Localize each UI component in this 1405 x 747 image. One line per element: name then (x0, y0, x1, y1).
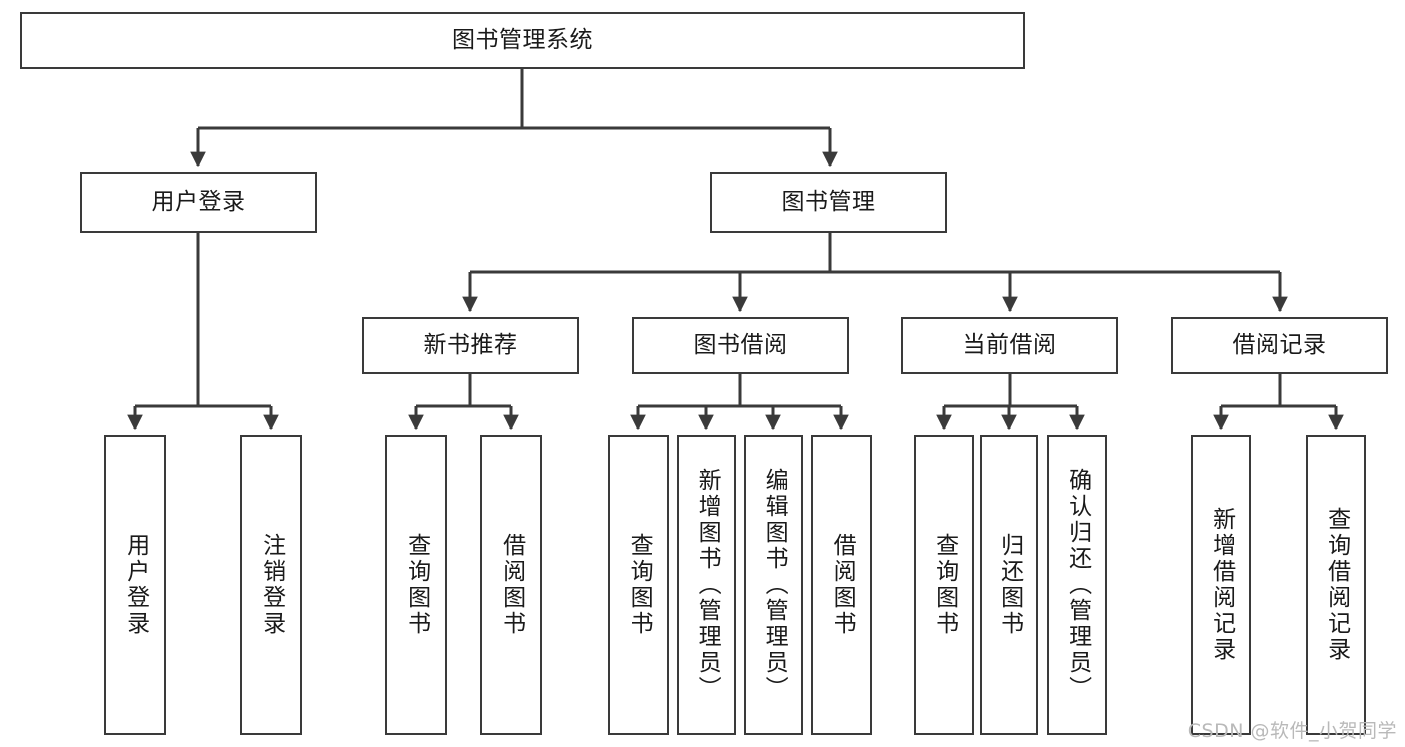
node-label: 查询借阅记录 (1323, 507, 1350, 663)
node-leaf-edit-book-admin[interactable]: 编辑图书（管理员） (744, 435, 803, 735)
node-level3-new-book-recommend[interactable]: 新书推荐 (362, 317, 579, 374)
node-label: 新书推荐 (423, 331, 518, 358)
edges-records-to-leaves (1213, 374, 1344, 431)
node-leaf-query-books-borrow[interactable]: 查询图书 (608, 435, 669, 735)
node-label: 编辑图书（管理员） (761, 468, 788, 702)
edges-login-to-leaves (127, 233, 279, 431)
node-leaf-user-login[interactable]: 用户登录 (104, 435, 166, 735)
node-label: 借阅记录 (1232, 331, 1327, 358)
node-root-label: 图书管理系统 (452, 26, 593, 53)
node-label: 用户登录 (151, 188, 246, 215)
edges-root-to-level2 (190, 69, 838, 168)
node-leaf-borrow-books-newbook[interactable]: 借阅图书 (480, 435, 542, 735)
node-leaf-add-book-admin[interactable]: 新增图书（管理员） (677, 435, 736, 735)
node-level3-borrow-records[interactable]: 借阅记录 (1171, 317, 1388, 374)
node-leaf-query-books-current[interactable]: 查询图书 (914, 435, 974, 735)
node-label: 新增图书（管理员） (694, 468, 721, 702)
node-label: 查询图书 (626, 533, 653, 637)
node-label: 借阅图书 (829, 533, 856, 637)
node-label: 注销登录 (258, 533, 285, 637)
node-leaf-logout[interactable]: 注销登录 (240, 435, 302, 735)
node-label: 查询图书 (931, 533, 958, 637)
watermark: CSDN @软件_小贺同学 (1187, 720, 1397, 742)
node-label: 归还图书 (996, 533, 1023, 637)
node-level3-book-borrow[interactable]: 图书借阅 (632, 317, 849, 374)
node-leaf-query-borrow-record[interactable]: 查询借阅记录 (1306, 435, 1366, 735)
node-label: 当前借阅 (962, 331, 1057, 358)
node-leaf-query-books-newbook[interactable]: 查询图书 (385, 435, 447, 735)
edges-booksmgmt-to-level3 (462, 233, 1288, 313)
node-level2-user-login[interactable]: 用户登录 (80, 172, 317, 233)
edges-borrow-to-leaves (630, 374, 849, 431)
edges-newbooks-to-leaves (408, 374, 519, 431)
node-label: 图书借阅 (693, 331, 788, 358)
node-label: 借阅图书 (498, 533, 525, 637)
node-label: 新增借阅记录 (1208, 507, 1235, 663)
node-leaf-borrow-books[interactable]: 借阅图书 (811, 435, 872, 735)
node-leaf-confirm-return-admin[interactable]: 确认归还（管理员） (1047, 435, 1107, 735)
node-label: 用户登录 (122, 533, 149, 637)
node-leaf-return-books[interactable]: 归还图书 (980, 435, 1038, 735)
node-label: 图书管理 (781, 188, 876, 215)
node-leaf-add-borrow-record[interactable]: 新增借阅记录 (1191, 435, 1251, 735)
edges-current-to-leaves (936, 374, 1085, 431)
node-label: 查询图书 (403, 533, 430, 637)
node-root[interactable]: 图书管理系统 (20, 12, 1025, 69)
node-label: 确认归还（管理员） (1064, 468, 1091, 702)
node-level2-book-management[interactable]: 图书管理 (710, 172, 947, 233)
node-level3-current-borrow[interactable]: 当前借阅 (901, 317, 1118, 374)
